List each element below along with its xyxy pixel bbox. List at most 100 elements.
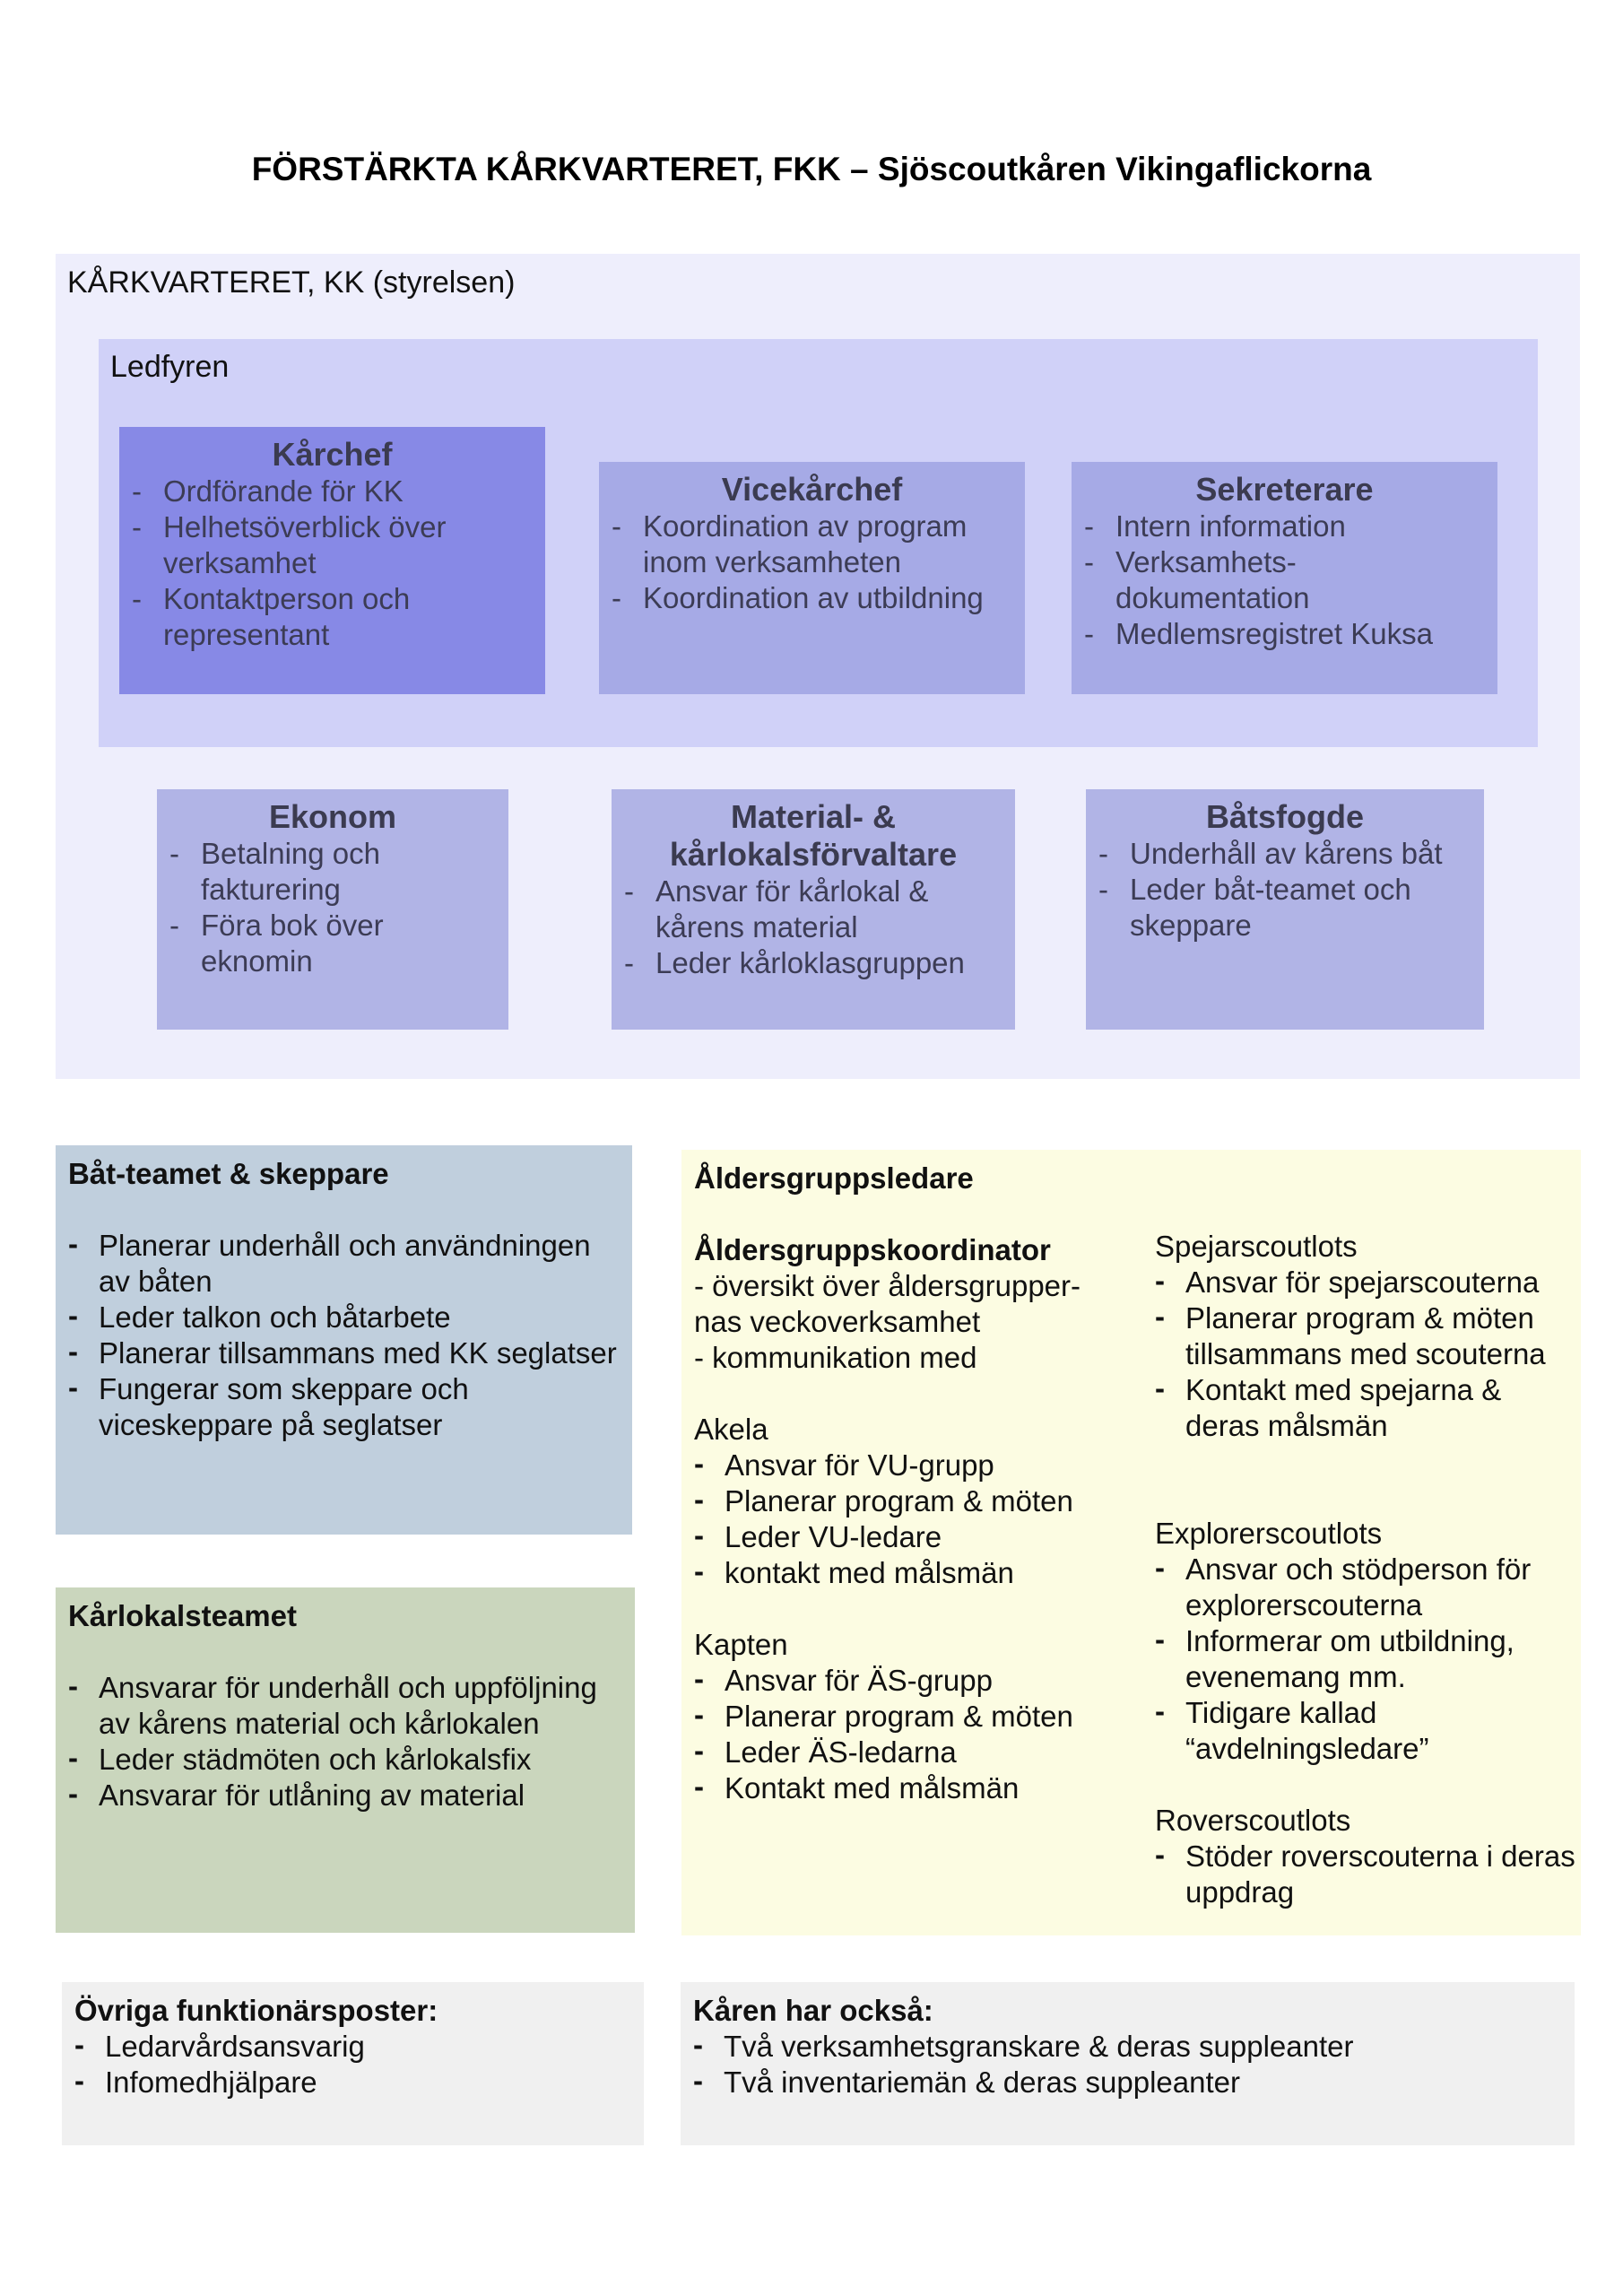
list-item-text: Betalning och fakturering xyxy=(201,837,380,906)
bat-teamet-panel: Båt-teamet & skeppare -Planerar underhål… xyxy=(56,1145,632,1535)
dash-bullet: - xyxy=(693,2028,703,2061)
list-item: -Leder talkon och båtarbete xyxy=(68,1299,620,1335)
list-item: -Ansvar för spejarscouterna xyxy=(1155,1264,1576,1300)
dash-bullet: - xyxy=(1155,1264,1165,1297)
dash-bullet: - xyxy=(694,1518,704,1552)
list-item-text: Infomedhjälpare xyxy=(105,2066,317,2099)
akela-list: -Ansvar för VU-grupp-Planerar program & … xyxy=(694,1447,1142,1591)
list-item: -Ansvarar för underhåll och uppföljning … xyxy=(68,1669,622,1742)
list-item-text: Leder kårloklasgruppen xyxy=(655,946,965,979)
kapten-title: Kapten xyxy=(694,1628,788,1661)
list-item-text: Underhåll av kårens båt xyxy=(1130,837,1443,870)
list-item-text: Föra bok över eknomin xyxy=(201,909,384,978)
panel-list: -Ansvarar för underhåll och uppföljning … xyxy=(68,1669,622,1813)
dash-bullet: - xyxy=(612,509,621,543)
spejar-list: -Ansvar för spejarscouterna-Planerar pro… xyxy=(1155,1264,1576,1444)
list-item: -Informerar om utbildning, evenemang mm. xyxy=(1155,1622,1576,1695)
karkvarteret-label: KÅRKVARTERET, KK (styrelsen) xyxy=(67,265,516,300)
dash-bullet: - xyxy=(1098,873,1108,906)
dash-bullet: - xyxy=(169,837,179,870)
list-item: -Föra bok över eknomin xyxy=(169,908,496,979)
dash-bullet: - xyxy=(624,874,634,908)
kapten-list: -Ansvar för ÄS-grupp-Planerar program & … xyxy=(694,1662,1142,1806)
list-item-text: Två verksamhetsgranskare & deras supplea… xyxy=(724,2030,1354,2063)
panel-list: -Ledarvårdsansvarig-Infomedhjälpare xyxy=(74,2028,631,2100)
akela-title: Akela xyxy=(694,1413,768,1446)
list-item: -Kontaktperson och representant xyxy=(132,581,533,653)
role-title: Sekreterare xyxy=(1195,471,1374,508)
list-item-text: Leder talkon och båtarbete xyxy=(99,1300,451,1334)
dash-bullet: - xyxy=(68,1741,78,1774)
list-item-text: Medlemsregistret Kuksa xyxy=(1115,617,1433,650)
list-item: -Leder VU-ledare xyxy=(694,1518,1142,1555)
list-item: -Leder städmöten och kårlokalsfix xyxy=(68,1741,622,1778)
list-item: -Tidigare kallad “avdelningsledare” xyxy=(1155,1694,1576,1767)
list-item-text: Ansvar och stödperson för explorerscoute… xyxy=(1185,1552,1532,1622)
list-item-text: Kontakt med spejarna & deras målsmän xyxy=(1185,1373,1502,1442)
dash-bullet: - xyxy=(693,2064,703,2097)
list-item-text: Kontakt med målsmän xyxy=(725,1771,1020,1805)
aldersgrupp-right-column: Spejarscoutlots -Ansvar för spejarscoute… xyxy=(1155,1229,1576,1910)
role-list: -Underhåll av kårens båt-Leder båt-teame… xyxy=(1098,836,1471,944)
karlokalsteamet-panel: Kårlokalsteamet -Ansvarar för underhåll … xyxy=(56,1587,635,1933)
dash-bullet: - xyxy=(694,1483,704,1516)
panel-list: -Två verksamhetsgranskare & deras supple… xyxy=(693,2028,1562,2100)
dash-bullet: - xyxy=(694,1770,704,1803)
role-title: Vicekårchef xyxy=(721,471,903,508)
dash-bullet: - xyxy=(1084,545,1094,578)
dash-bullet: - xyxy=(68,1370,78,1404)
role-title: Båtsfogde xyxy=(1205,798,1364,835)
dash-bullet: - xyxy=(1084,509,1094,543)
list-item-text: Ledarvårdsansvarig xyxy=(105,2030,365,2063)
list-item: -Planerar underhåll och användningen av … xyxy=(68,1227,620,1300)
aldersgruppsledare-panel: Åldersgruppsledare Åldersgruppskoordinat… xyxy=(681,1150,1581,1935)
dash-bullet: - xyxy=(132,510,142,544)
list-item: -Intern information xyxy=(1084,509,1485,544)
list-item: -Planerar tillsammans med KK seglatser xyxy=(68,1335,620,1371)
role-vicekarchef: Vicekårchef -Koordination av program ino… xyxy=(599,462,1025,694)
role-title: Kårchef xyxy=(272,436,393,473)
list-item: -Ordförande för KK xyxy=(132,474,533,509)
list-item-text: Leder båt-teamet och skeppare xyxy=(1130,873,1411,942)
explorer-list: - Ansvar och stödperson för explorerscout… xyxy=(1155,1551,1576,1767)
panel-title: Kårlokalsteamet xyxy=(68,1599,297,1632)
panel-title: Kåren har också: xyxy=(693,1994,933,2027)
list-item: -Planerar program & möten xyxy=(694,1698,1142,1735)
dash-bullet: - xyxy=(1098,837,1108,870)
koordinator-title: Åldersgruppskoordinator xyxy=(694,1233,1051,1266)
dash-bullet: - xyxy=(1155,1838,1165,1871)
list-item-text: Fungerar som skeppare och viceskeppare p… xyxy=(99,1372,469,1441)
dash-bullet: - xyxy=(694,1698,704,1731)
dash-bullet: - xyxy=(68,1227,78,1260)
role-karchef: Kårchef -Ordförande för KK-Helhetsöverbl… xyxy=(119,427,545,694)
list-item: -Leder ÄS-ledarna xyxy=(694,1734,1142,1770)
list-item-text: Ansvar för kårlokal & kårens material xyxy=(655,874,929,944)
spejar-title: Spejarscoutlots xyxy=(1155,1230,1358,1263)
koordinator-line: - översikt över åldersgrupper- xyxy=(694,1269,1081,1302)
dash-bullet: - xyxy=(1155,1694,1165,1727)
list-item-text: Leder VU-ledare xyxy=(725,1520,942,1553)
list-item-text: Koordination av utbildning xyxy=(643,581,984,614)
list-item-text: Stöder roverscouterna i deras uppdrag xyxy=(1185,1839,1575,1909)
list-item: -Ansvar och stödperson för explorerscout… xyxy=(1155,1551,1576,1623)
dash-bullet: - xyxy=(694,1734,704,1767)
dash-bullet: - xyxy=(68,1335,78,1368)
role-list: -Ordförande för KK-Helhetsöverblick över… xyxy=(132,474,533,653)
list-item-text: Ansvar för ÄS-grupp xyxy=(725,1664,993,1697)
list-item-text: Koordination av program inom verksamhete… xyxy=(643,509,968,578)
page-title: FÖRSTÄRKTA KÅRKVARTERET, FKK – Sjöscoutk… xyxy=(251,151,1372,187)
list-item: -Leder kårloklasgruppen xyxy=(624,945,1002,981)
dash-bullet: - xyxy=(68,1669,78,1702)
list-item: -Verksamhets-dokumentation xyxy=(1084,544,1485,616)
role-title: Material- & kårlokalsförvaltare xyxy=(669,798,958,873)
list-item-text: Två inventariemän & deras suppleanter xyxy=(724,2066,1240,2099)
dash-bullet: - xyxy=(1155,1300,1165,1333)
list-item-text: Planerar program & möten xyxy=(725,1484,1073,1518)
dash-bullet: - xyxy=(74,2028,84,2061)
explorer-title: Explorerscoutlots xyxy=(1155,1517,1383,1550)
role-batsfogde: Båtsfogde -Underhåll av kårens båt-Leder… xyxy=(1086,789,1484,1030)
dash-bullet: - xyxy=(1084,617,1094,650)
panel-title: Båt-teamet & skeppare xyxy=(68,1157,389,1190)
list-item: -Underhåll av kårens båt xyxy=(1098,836,1471,872)
role-title: Ekonom xyxy=(268,798,396,835)
